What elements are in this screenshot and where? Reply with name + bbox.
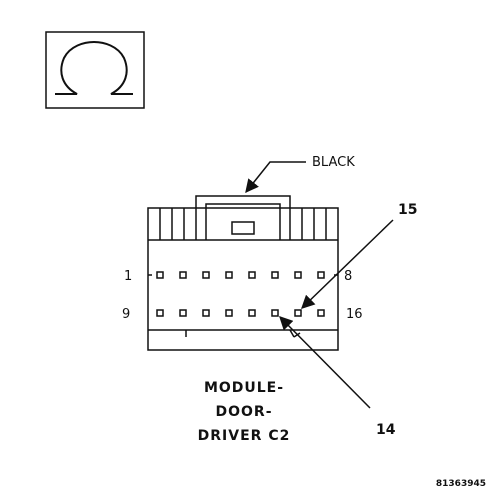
pin-cavity — [317, 271, 325, 279]
pin-cavity — [225, 309, 233, 317]
pin-cavity — [317, 309, 325, 317]
callout-14: 14 — [279, 316, 396, 438]
connector-body — [147, 195, 339, 351]
color-label: BLACK — [312, 155, 355, 170]
title-line-2: DOOR- — [215, 404, 272, 420]
pin-cavities — [156, 271, 325, 317]
connector-title: MODULE- DOOR- DRIVER C2 — [198, 380, 291, 444]
pin-label-16: 16 — [346, 307, 363, 322]
callout-label-15: 15 — [398, 202, 417, 218]
color-callout: BLACK — [245, 155, 355, 194]
pin-cavity — [294, 271, 302, 279]
callout-label-14: 14 — [376, 422, 396, 438]
title-line-3: DRIVER C2 — [198, 428, 291, 444]
pin-cavity — [248, 271, 256, 279]
omega-symbol-icon — [45, 31, 145, 109]
pin-cavity — [225, 271, 233, 279]
pin-cavity — [294, 309, 302, 317]
pin-label-1: 1 — [124, 269, 132, 284]
pin-cavity — [156, 271, 164, 279]
pin-cavity — [179, 271, 187, 279]
pin-cavity — [248, 309, 256, 317]
title-line-1: MODULE- — [204, 380, 284, 396]
reference-code: 81363945 — [436, 479, 486, 489]
pin-cavity — [271, 309, 279, 317]
pin-cavity — [271, 271, 279, 279]
pin-cavity — [202, 271, 210, 279]
pin-cavity — [156, 309, 164, 317]
pin-label-9: 9 — [122, 307, 130, 322]
pin-cavity — [179, 309, 187, 317]
pin-cavity — [202, 309, 210, 317]
callout-15: 15 — [301, 202, 417, 309]
pin-label-8: 8 — [344, 269, 352, 284]
